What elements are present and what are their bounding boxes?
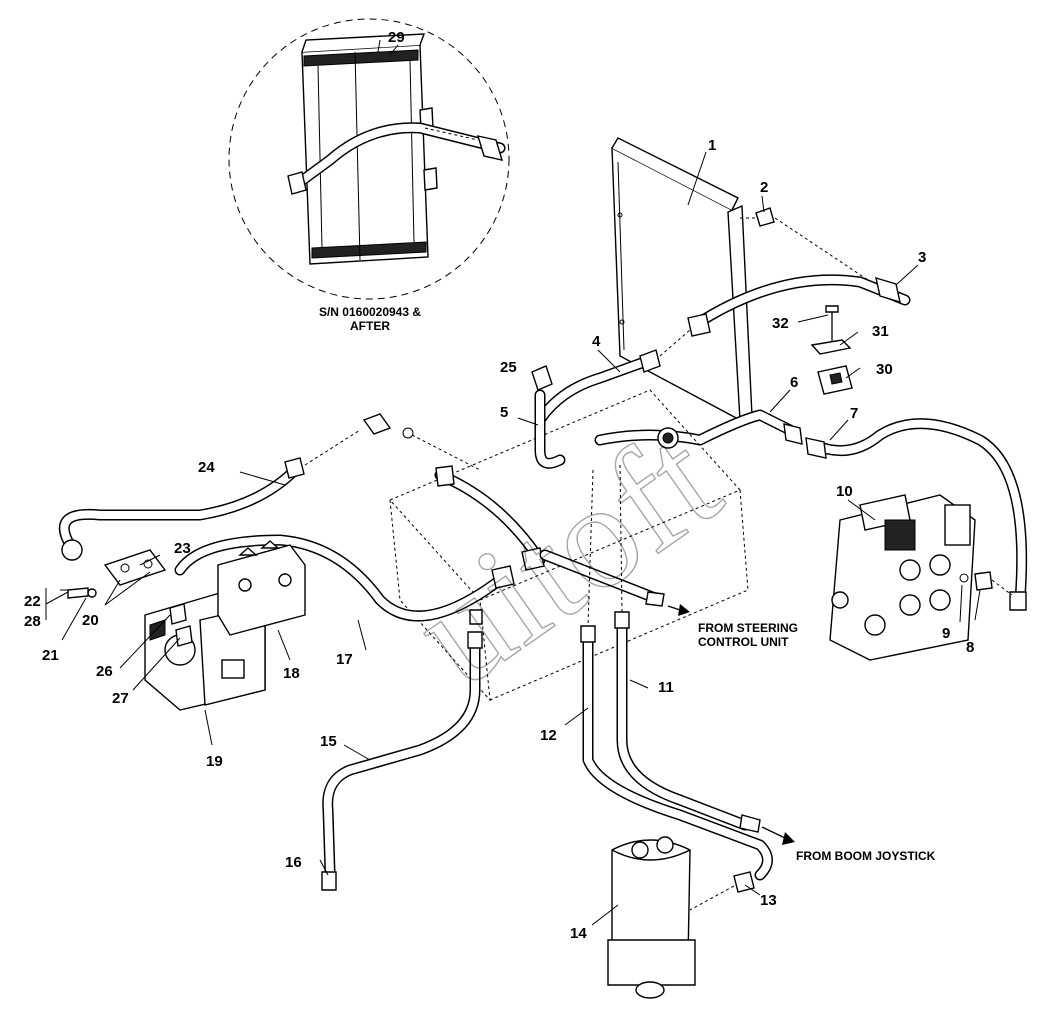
inset-note-line2: AFTER [350,319,390,333]
callout-32: 32 [772,315,789,332]
callout-7: 7 [850,405,858,422]
callout-13: 13 [760,892,777,909]
callout-9: 9 [942,625,950,642]
fitting-26 [169,603,187,625]
callout-5: 5 [500,404,508,421]
callout-27: 27 [112,690,129,707]
hose-24 [58,457,305,561]
callout-22: 22 [24,593,41,610]
mount-plate [67,549,167,599]
joystick-valve [607,836,696,999]
steering-line [539,549,690,616]
hose-17 [174,534,515,622]
callout-8: 8 [966,639,974,656]
callout-3: 3 [918,249,926,266]
elbow-upper [362,413,392,435]
fitting-27 [175,625,193,647]
callout-16: 16 [285,854,302,871]
inset-oil-cooler [301,33,438,265]
manifold [217,540,306,636]
clamp-assembly [810,305,853,395]
hose-12 [580,625,773,881]
callout-31: 31 [872,323,889,340]
fitting-2 [755,207,775,227]
callout-20: 20 [82,612,99,629]
hose-to-tank [434,465,546,571]
callout-11: 11 [658,679,674,696]
callouts: 1 2 3 4 5 6 7 8 9 10 11 12 13 14 15 16 1… [24,29,974,942]
callout-1: 1 [708,137,716,154]
callout-29: 29 [388,29,405,46]
notes: S/N 0160020943 & AFTER FROM STEERING CON… [319,305,936,863]
hose-5 [534,389,566,469]
hose-6 [594,409,803,446]
callout-17: 17 [336,651,353,668]
callout-19: 19 [206,753,223,770]
callout-18: 18 [283,665,300,682]
fitting-13 [733,871,755,893]
boom-joystick-note: FROM BOOM JOYSTICK [796,849,936,863]
callout-12: 12 [540,727,557,744]
callout-6: 6 [790,374,798,391]
oil-cooler [611,137,753,422]
callout-4: 4 [592,333,601,350]
callout-15: 15 [320,733,337,750]
hose-3 [687,274,911,337]
elbow-25 [531,365,553,391]
fitting-8 [974,571,993,591]
inset-detail [228,18,510,300]
o-ring-9 [959,573,969,583]
hose-15 [321,609,483,891]
hose-11 [614,611,761,833]
steering-note-line1: FROM STEERING [698,621,798,635]
callout-28: 28 [24,613,41,630]
inset-note-line1: S/N 0160020943 & [319,305,421,319]
callout-23: 23 [174,540,191,557]
callout-26: 26 [96,663,113,680]
leader-lines [45,44,981,926]
callout-14: 14 [570,925,587,942]
inset-boundary [228,18,510,300]
hydraulic-tank [389,389,749,702]
callout-10: 10 [836,483,853,500]
callout-25: 25 [500,359,517,376]
callout-21: 21 [42,647,59,664]
control-valve [829,494,976,661]
callout-24: 24 [198,459,215,476]
steering-note-line2: CONTROL UNIT [698,635,789,649]
callout-2: 2 [760,179,768,196]
hose-7 [805,418,1028,611]
callout-30: 30 [876,361,893,378]
